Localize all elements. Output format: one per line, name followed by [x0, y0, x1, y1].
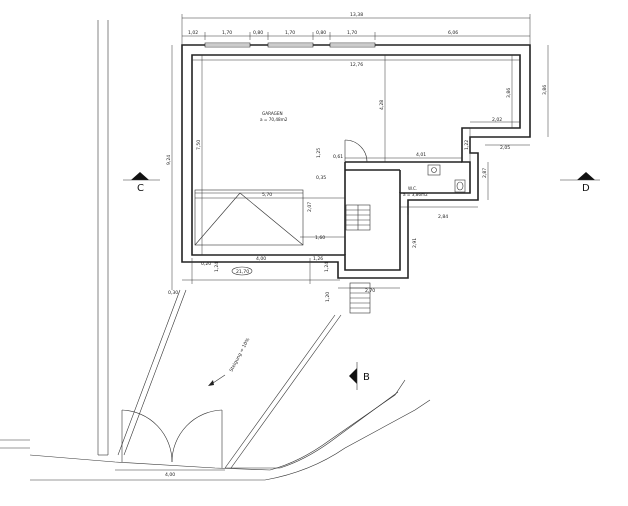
section-d-label: D [582, 183, 590, 194]
dim-right-1: 3,86 [542, 85, 548, 95]
dim-inner-width: 12,76 [350, 62, 363, 68]
dim-top-7: 6,06 [448, 30, 458, 36]
dim-small-1: 1,25 [316, 148, 322, 158]
dim-small-2: 0,61 [333, 154, 343, 160]
dim-right-7: 2,84 [438, 214, 448, 220]
elevation-tag: 21,70 [231, 266, 253, 276]
dim-gate-width: 4,00 [165, 472, 175, 478]
dim-right-4: 2,05 [500, 145, 510, 151]
dim-top-2: 1,70 [222, 30, 232, 36]
dim-right-8: 2,91 [412, 238, 418, 248]
dimension-labels: 13,38 1,02 1,70 0,80 1,70 0,80 1,70 6,06… [165, 12, 548, 478]
dim-right-6: 2,87 [482, 168, 488, 178]
section-b-arrow-icon [349, 368, 357, 384]
dim-top-total: 13,38 [350, 12, 363, 18]
section-marker-d: D [560, 172, 600, 194]
gate-doors [121, 409, 223, 468]
building-walls [181, 44, 531, 279]
dim-bottom-6: 0,30 [168, 290, 178, 296]
dim-stair-width: 5,70 [262, 192, 272, 198]
garage-area: a = 70,48m2 [260, 117, 288, 122]
parking-area [194, 189, 304, 246]
elevation-value: 21,70 [236, 269, 249, 275]
dim-top-6: 1,70 [347, 30, 357, 36]
site-boundary [0, 20, 431, 481]
staircase [345, 204, 371, 231]
dim-top-1: 1,02 [188, 30, 198, 36]
ramp-label: Steigung = 10% [228, 336, 251, 372]
dim-wc-width: 4,01 [416, 152, 426, 158]
wc-name: W.C. [408, 186, 417, 191]
door-swing [344, 139, 368, 163]
section-marker-b: B [349, 362, 370, 390]
dim-bottom-3: 1,26 [313, 256, 323, 262]
ramp-lines [117, 289, 342, 469]
outer-steps [349, 282, 371, 314]
dim-left-inner: 7,50 [196, 140, 202, 150]
dim-top-4: 1,70 [285, 30, 295, 36]
section-c-label: C [137, 183, 144, 194]
dim-stair-bottom: 2,70 [365, 288, 375, 294]
section-d-arrow-icon [577, 172, 595, 180]
section-c-arrow-icon [131, 172, 149, 180]
room-labels: GARAGEN a = 70,48m2 W.C. a = 3,86m2 [260, 111, 428, 197]
dim-right-5: 1,22 [464, 140, 470, 150]
dim-center-height: 4,28 [379, 100, 385, 110]
top-windows [204, 42, 376, 48]
dim-bottom-2: 4,00 [256, 256, 266, 262]
dim-bottom-1: 0,20 [201, 261, 211, 267]
section-b-label: B [363, 372, 370, 383]
dim-left-total: 9,24 [166, 155, 172, 165]
dim-small-5: 1,60 [315, 235, 325, 241]
wc-fixtures [427, 164, 466, 193]
dim-right-3: 2,02 [492, 117, 502, 123]
ramp-slope: Steigung = 10% [208, 336, 252, 386]
dimension-lines [115, 14, 549, 471]
dim-stair-side: 1,20 [325, 292, 331, 302]
garage-name: GARAGEN [262, 111, 283, 116]
dim-small-4: 2,07 [307, 202, 313, 212]
dim-bottom-5: 1,24 [324, 262, 330, 272]
dim-top-5: 0,80 [316, 30, 326, 36]
dim-small-3: 0,35 [316, 175, 326, 181]
section-marker-c: C [123, 172, 160, 194]
wc-area: a = 3,86m2 [403, 192, 428, 197]
dim-bottom-4: 1,24 [214, 262, 220, 272]
dim-top-3: 0,80 [253, 30, 263, 36]
dim-right-2: 3,86 [506, 88, 512, 98]
